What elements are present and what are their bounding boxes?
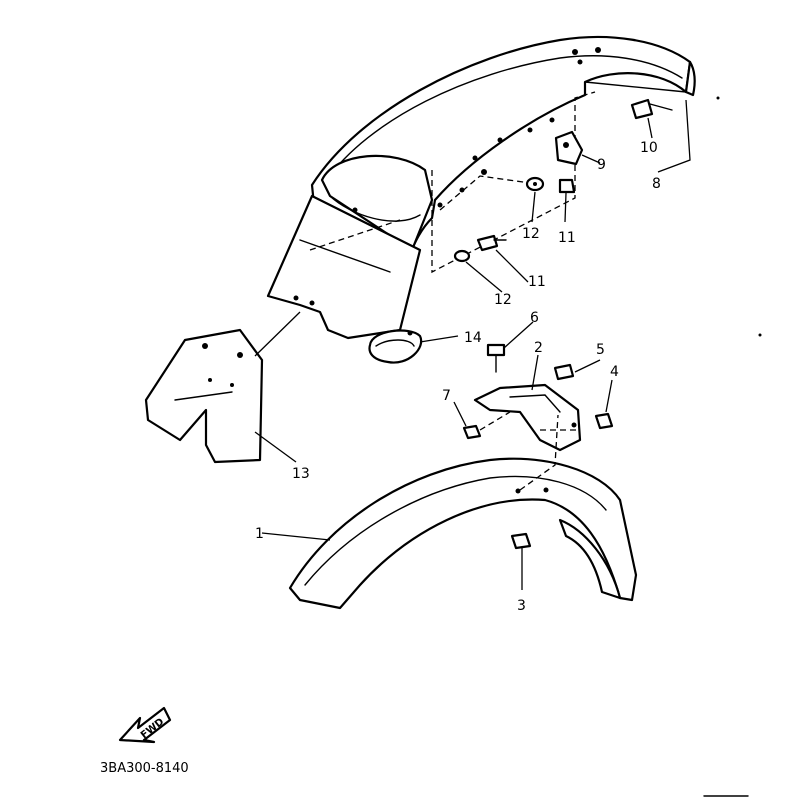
band-part-14 xyxy=(368,329,423,364)
callouts: 1 2 3 4 5 6 7 8 9 10 11 12 11 12 13 14 xyxy=(255,140,661,614)
clamp-part-9 xyxy=(554,130,584,166)
washer-part-12-lower xyxy=(453,249,471,263)
callout-4: 4 xyxy=(610,364,619,380)
callout-13: 13 xyxy=(292,466,310,482)
bolt-part-10 xyxy=(630,98,673,120)
mud-flap-part-13 xyxy=(144,328,264,464)
callout-12-upper: 12 xyxy=(522,226,540,242)
screw-part-5 xyxy=(553,363,575,381)
callout-11-lower: 11 xyxy=(528,274,546,290)
edge-marks xyxy=(703,96,762,797)
washer-part-12-upper xyxy=(525,176,545,192)
callout-14: 14 xyxy=(464,330,482,346)
leader-lines xyxy=(254,99,691,590)
callout-10: 10 xyxy=(640,140,658,156)
bolt-part-11-lower xyxy=(476,234,507,252)
callout-3: 3 xyxy=(517,598,526,614)
rear-inner-flap xyxy=(266,194,422,340)
diagram-code: 3BA300-8140 xyxy=(100,761,189,776)
bolt-part-11-upper xyxy=(558,178,576,194)
front-fender-part-1 xyxy=(288,457,638,610)
forward-direction-arrow: FWD xyxy=(118,706,172,744)
nut-part-7 xyxy=(462,424,482,440)
callout-9: 9 xyxy=(597,157,606,173)
callout-8: 8 xyxy=(652,176,661,192)
screw-part-6 xyxy=(486,343,506,373)
callout-11-upper: 11 xyxy=(558,230,576,246)
callout-5: 5 xyxy=(596,342,605,358)
nut-part-3 xyxy=(510,532,532,550)
bracket-part-2 xyxy=(473,383,582,452)
callout-12-lower: 12 xyxy=(494,292,512,308)
nut-part-4 xyxy=(594,412,614,430)
callout-1: 1 xyxy=(255,526,264,542)
callout-7: 7 xyxy=(442,388,451,404)
callout-2: 2 xyxy=(534,340,543,356)
callout-6: 6 xyxy=(530,310,539,326)
